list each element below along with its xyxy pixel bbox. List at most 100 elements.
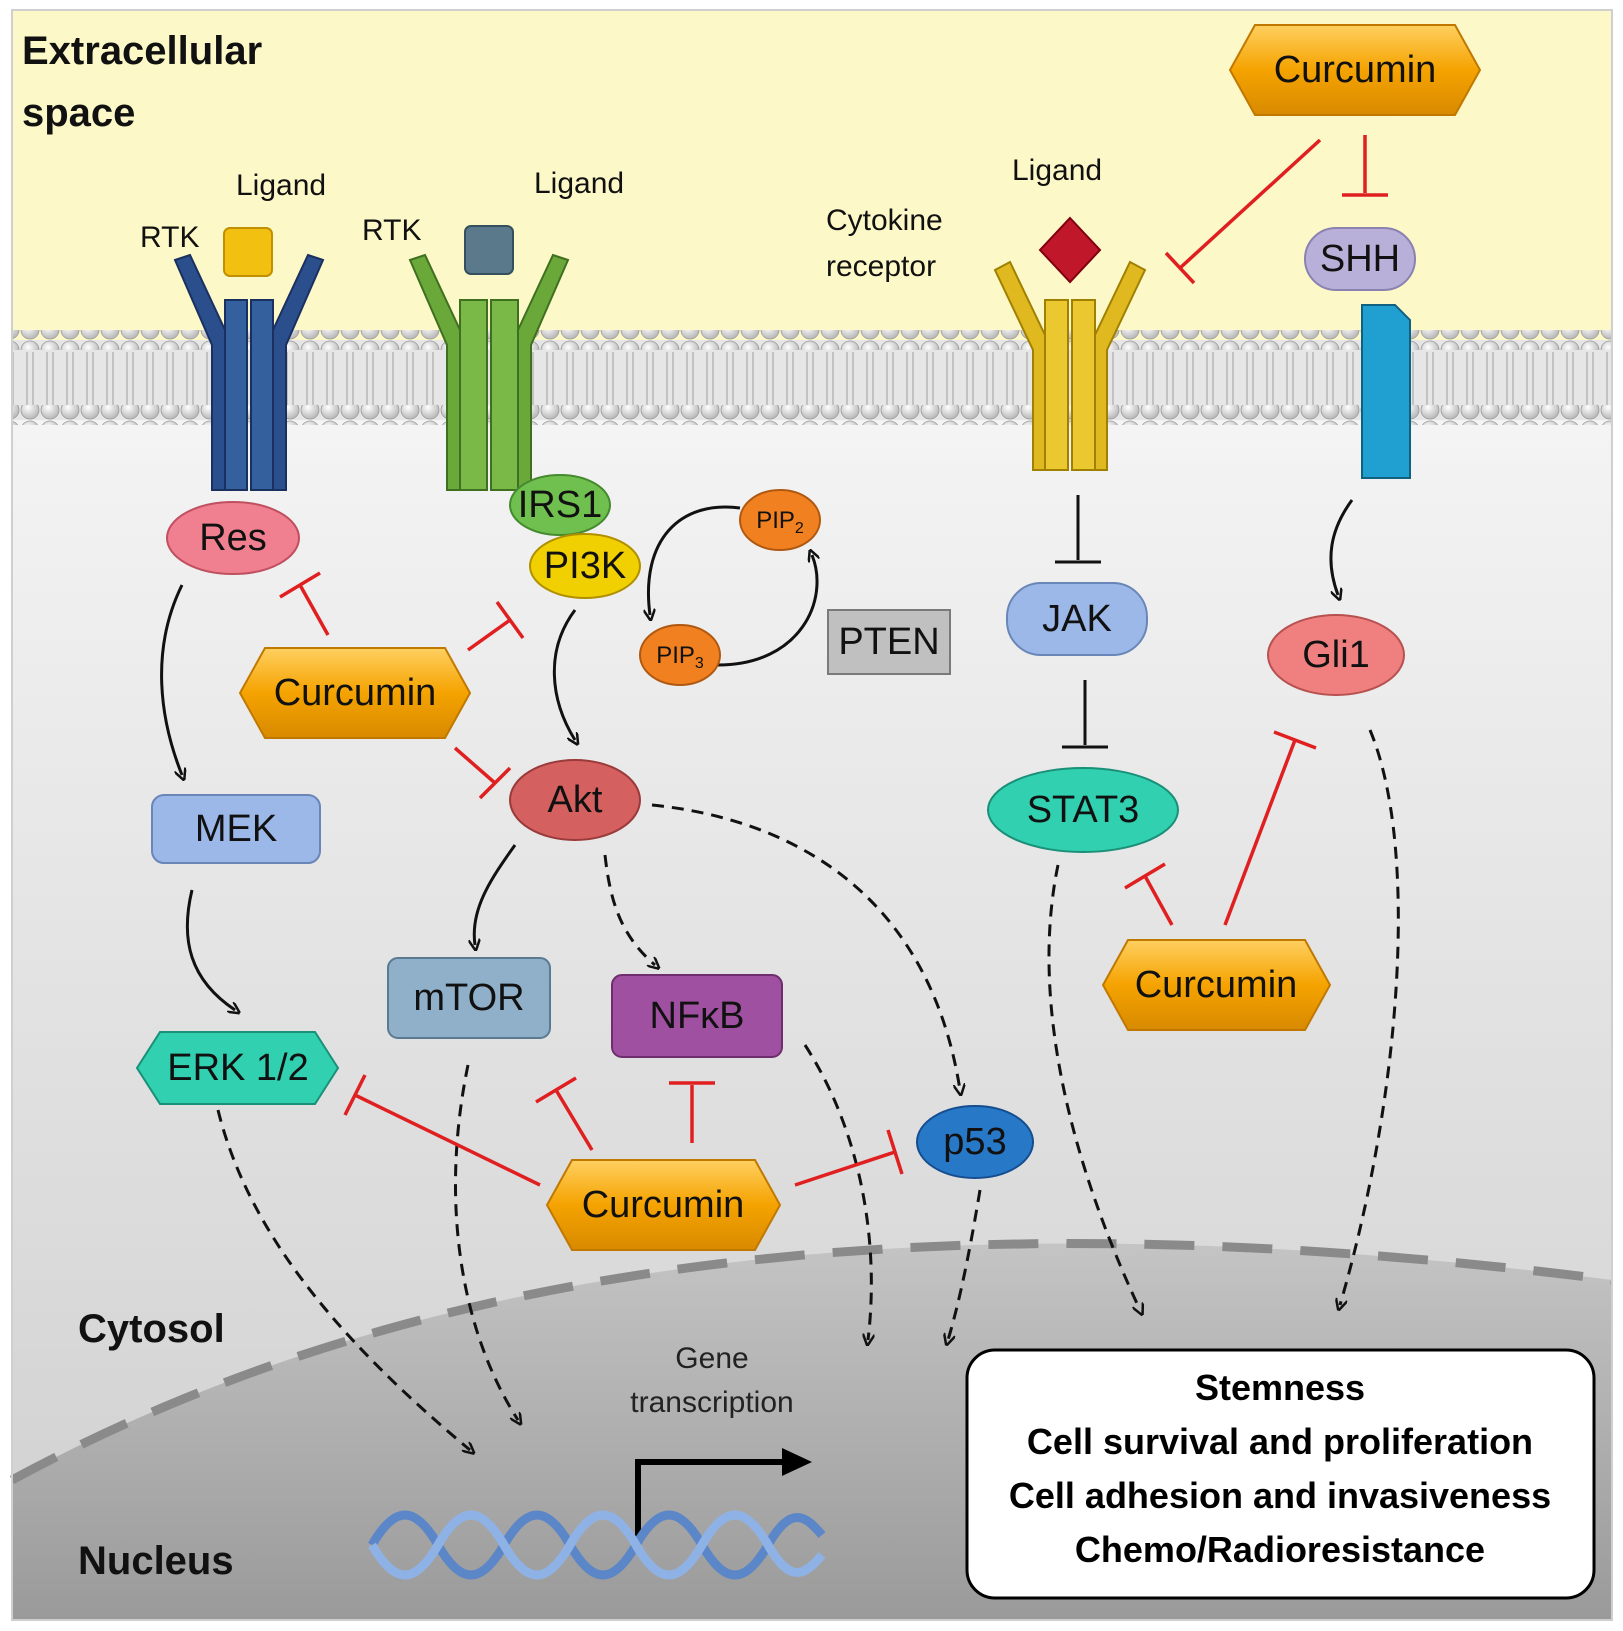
- curcumin-left: Curcumin: [238, 647, 472, 739]
- receptor-to-jak-link: [1055, 495, 1101, 564]
- curcumin-bottom: Curcumin: [545, 1159, 782, 1251]
- inhibit-curcumin-right-gli1: [1223, 730, 1317, 926]
- outcome-2: Cell adhesion and invasiveness: [1009, 1475, 1551, 1516]
- svg-text:Curcumin: Curcumin: [1274, 49, 1437, 91]
- arrow-smo-to-gli1: [1329, 499, 1354, 595]
- inhibit-curcumin-left-res: [279, 571, 330, 636]
- inhibit-curcumin-left-akt: [453, 746, 512, 800]
- jak-node: JAK: [1006, 582, 1148, 656]
- inhibit-curcumin-top-shh: [1342, 135, 1388, 197]
- dashed-gli1-to-outcomes: [1340, 729, 1400, 1305]
- shh-receptor: [1361, 304, 1411, 479]
- shh-node: SHH: [1304, 227, 1416, 291]
- svg-text:PIP3: PIP3: [656, 642, 704, 672]
- figure-frame: [11, 9, 1613, 1621]
- nuclear-envelope: [9, 1238, 1613, 1484]
- arrow-pip3-to-pip2: [717, 555, 817, 667]
- inhibit-curcumin-bottom-nfkb: [669, 1081, 715, 1143]
- arrow-mek-to-erk: [185, 889, 235, 1010]
- svg-text:Res: Res: [199, 517, 267, 559]
- rtk2-ligand-label: Ligand: [534, 167, 624, 200]
- outcomes-box: Stemness Cell survival and proliferation…: [965, 1348, 1596, 1600]
- curcumin-right: Curcumin: [1101, 939, 1332, 1031]
- dashed-akt-to-p53: [651, 803, 960, 1090]
- inhibit-curcumin-left-pi3k: [466, 600, 525, 652]
- gli1-node: Gli1: [1267, 614, 1405, 696]
- rtk2-receptor: [408, 253, 570, 491]
- extracellular-label-2: space: [22, 91, 135, 135]
- svg-text:STAT3: STAT3: [1027, 789, 1140, 831]
- inhibit-curcumin-bottom-erk: [343, 1074, 541, 1187]
- pip2-subscript: 2: [795, 520, 804, 537]
- arrow-res-to-mek: [160, 584, 182, 775]
- svg-text:IRS1: IRS1: [518, 484, 602, 526]
- rtk1-receptor: [173, 253, 325, 491]
- svg-text:ERK 1/2: ERK 1/2: [167, 1047, 309, 1089]
- dashed-p53-to-nucleus: [948, 1189, 982, 1340]
- gene-label-2: transcription: [630, 1386, 793, 1419]
- svg-text:Curcumin: Curcumin: [274, 672, 437, 714]
- svg-text:PIP2: PIP2: [756, 507, 804, 537]
- svg-text:MEK: MEK: [195, 808, 277, 850]
- cytokine-receptor-label-2: receptor: [826, 250, 936, 283]
- cytokine-receptor-label-1: Cytokine: [826, 204, 943, 237]
- inhibit-curcumin-bottom-p53: [794, 1129, 904, 1187]
- cytosol-label: Cytosol: [78, 1307, 225, 1351]
- nucleus-label: Nucleus: [78, 1539, 234, 1583]
- cytokine-ligand: [1038, 216, 1102, 284]
- extracellular-label-1: Extracellular: [22, 29, 262, 73]
- nfkb-node: NFκB: [611, 974, 783, 1058]
- mtor-node: mTOR: [387, 957, 551, 1039]
- rtk2-ligand: [464, 225, 514, 275]
- svg-text:p53: p53: [943, 1121, 1006, 1163]
- svg-text:Gli1: Gli1: [1302, 634, 1370, 676]
- p53-node: p53: [916, 1105, 1034, 1179]
- svg-text:Akt: Akt: [548, 779, 603, 821]
- svg-text:SHH: SHH: [1320, 238, 1400, 280]
- pip2-node: PIP2: [739, 489, 821, 551]
- cytokine-ligand-label: Ligand: [1012, 154, 1102, 187]
- pip3-subscript: 3: [695, 655, 704, 672]
- inhibit-curcumin-right-stat3: [1124, 862, 1174, 926]
- stat3-node: STAT3: [987, 767, 1179, 853]
- outcome-3: Chemo/Radioresistance: [1075, 1529, 1485, 1570]
- arrow-akt-to-mtor: [474, 844, 517, 945]
- pip3-base: PIP: [656, 642, 695, 669]
- rtk1-label: RTK: [140, 221, 199, 254]
- outcome-0: Stemness: [1195, 1367, 1365, 1408]
- jak-to-stat3-link: [1062, 680, 1108, 749]
- dna-helix-icon: [368, 1510, 826, 1580]
- rtk1-ligand-label: Ligand: [236, 169, 326, 202]
- inhibit-curcumin-top-receptor: [1164, 138, 1322, 285]
- svg-text:PTEN: PTEN: [838, 621, 939, 663]
- cytokine-receptor: [993, 260, 1147, 471]
- svg-text:NFκB: NFκB: [650, 995, 745, 1037]
- pip2-base: PIP: [756, 507, 795, 534]
- pi3k-node: PI3K: [529, 533, 641, 599]
- inhibit-curcumin-bottom-mtor: [535, 1076, 594, 1151]
- mek-node: MEK: [151, 794, 321, 864]
- outcome-1: Cell survival and proliferation: [1027, 1421, 1533, 1462]
- gene-label-1: Gene: [675, 1342, 748, 1375]
- erk-node: ERK 1/2: [135, 1031, 340, 1105]
- dashed-nfkb-to-nucleus: [803, 1044, 871, 1340]
- dashed-akt-to-nfkb: [603, 854, 655, 965]
- dashed-erk-to-nucleus: [216, 1109, 470, 1450]
- arrow-pip2-to-pip3: [648, 505, 741, 615]
- pip3-node: PIP3: [639, 624, 721, 686]
- svg-text:mTOR: mTOR: [413, 977, 524, 1019]
- curcumin-top: Curcumin: [1228, 24, 1482, 116]
- arrow-pi3k-to-akt: [552, 609, 575, 740]
- svg-text:Curcumin: Curcumin: [1135, 964, 1298, 1006]
- transcription-start-arrow: [635, 1459, 788, 1540]
- transcription-arrowhead: [782, 1448, 812, 1476]
- akt-node: Akt: [509, 759, 641, 841]
- irs1-node: IRS1: [509, 474, 611, 536]
- pten-node: PTEN: [827, 609, 951, 675]
- rtk2-label: RTK: [362, 214, 421, 247]
- res-node: Res: [166, 501, 300, 575]
- svg-text:JAK: JAK: [1042, 598, 1112, 640]
- svg-text:Curcumin: Curcumin: [582, 1184, 745, 1226]
- rtk1-ligand: [223, 227, 273, 277]
